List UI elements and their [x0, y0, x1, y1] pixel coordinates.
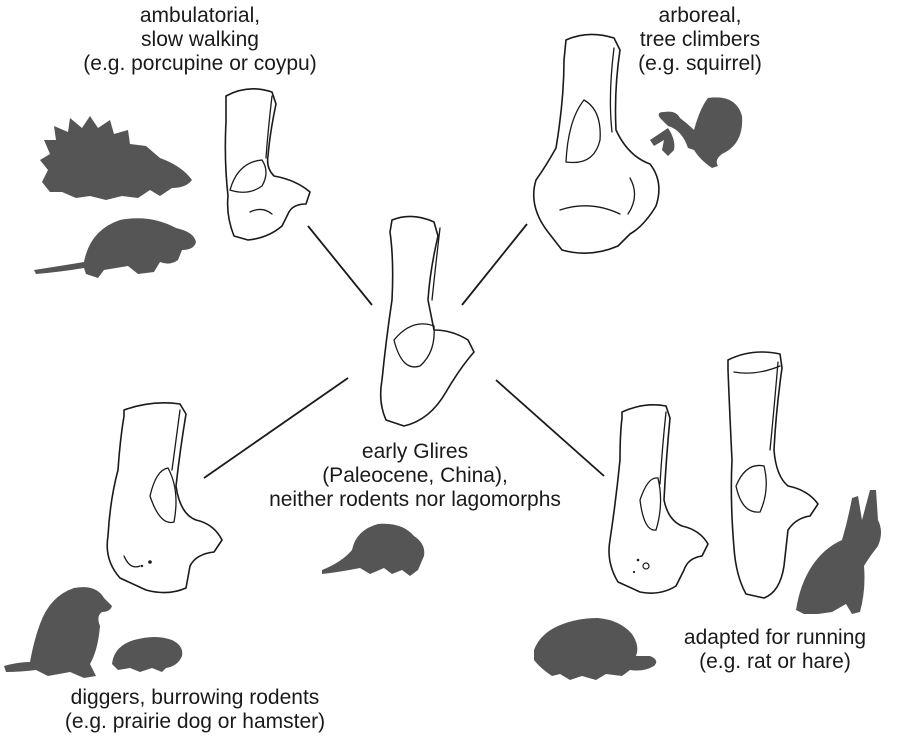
label-early-glires-line-1: early Glires — [361, 440, 469, 463]
early-glires-silhouette — [322, 523, 425, 576]
label-diggers-line-1: diggers, burrowing rodents — [70, 686, 320, 709]
label-arboreal-line-3: (e.g. squirrel) — [638, 52, 762, 75]
rat-silhouette — [534, 618, 657, 680]
label-running: adapted for running (e.g. rat or hare) — [660, 626, 890, 674]
label-running-line-1: adapted for running — [683, 626, 867, 649]
label-ambulatorial-line-2: slow walking — [141, 28, 259, 51]
connector-diggers — [203, 377, 349, 479]
connector-lines — [203, 223, 605, 479]
bone-running-hare — [727, 351, 819, 599]
label-diggers-line-2: (e.g. prairie dog or hamster) — [64, 710, 326, 733]
connector-ambulatorial — [307, 225, 373, 306]
bone-early-glires — [379, 215, 475, 427]
connector-arboreal — [461, 223, 528, 306]
label-early-glires-line-3: neither rodents nor lagomorphs — [269, 488, 561, 511]
connector-running — [495, 379, 605, 477]
label-arboreal-line-1: arboreal, — [658, 4, 742, 27]
hare-silhouette — [796, 490, 881, 614]
coypu-silhouette — [34, 218, 196, 278]
porcupine-silhouette — [40, 116, 192, 200]
squirrel-silhouette — [650, 97, 743, 168]
label-arboreal-line-2: tree climbers — [639, 28, 761, 51]
bone-ambulatorial — [224, 88, 311, 241]
bone-running-rat — [608, 404, 709, 594]
label-ambulatorial: ambulatorial, slow walking (e.g. porcupi… — [40, 4, 360, 76]
label-diggers: diggers, burrowing rodents (e.g. prairie… — [30, 686, 360, 734]
hamster-silhouette — [112, 637, 183, 672]
prairie-dog-silhouette — [4, 587, 112, 678]
bone-arboreal — [532, 33, 660, 254]
label-arboreal: arboreal, tree climbers (e.g. squirrel) — [590, 4, 810, 76]
label-ambulatorial-line-1: ambulatorial, — [139, 4, 261, 27]
bone-diggers — [106, 402, 223, 594]
label-early-glires: early Glires (Paleocene, China), neither… — [240, 440, 590, 512]
label-ambulatorial-line-3: (e.g. porcupine or coypu) — [83, 52, 317, 75]
label-running-line-2: (e.g. rat or hare) — [699, 650, 851, 673]
label-early-glires-line-2: (Paleocene, China), — [322, 464, 508, 487]
